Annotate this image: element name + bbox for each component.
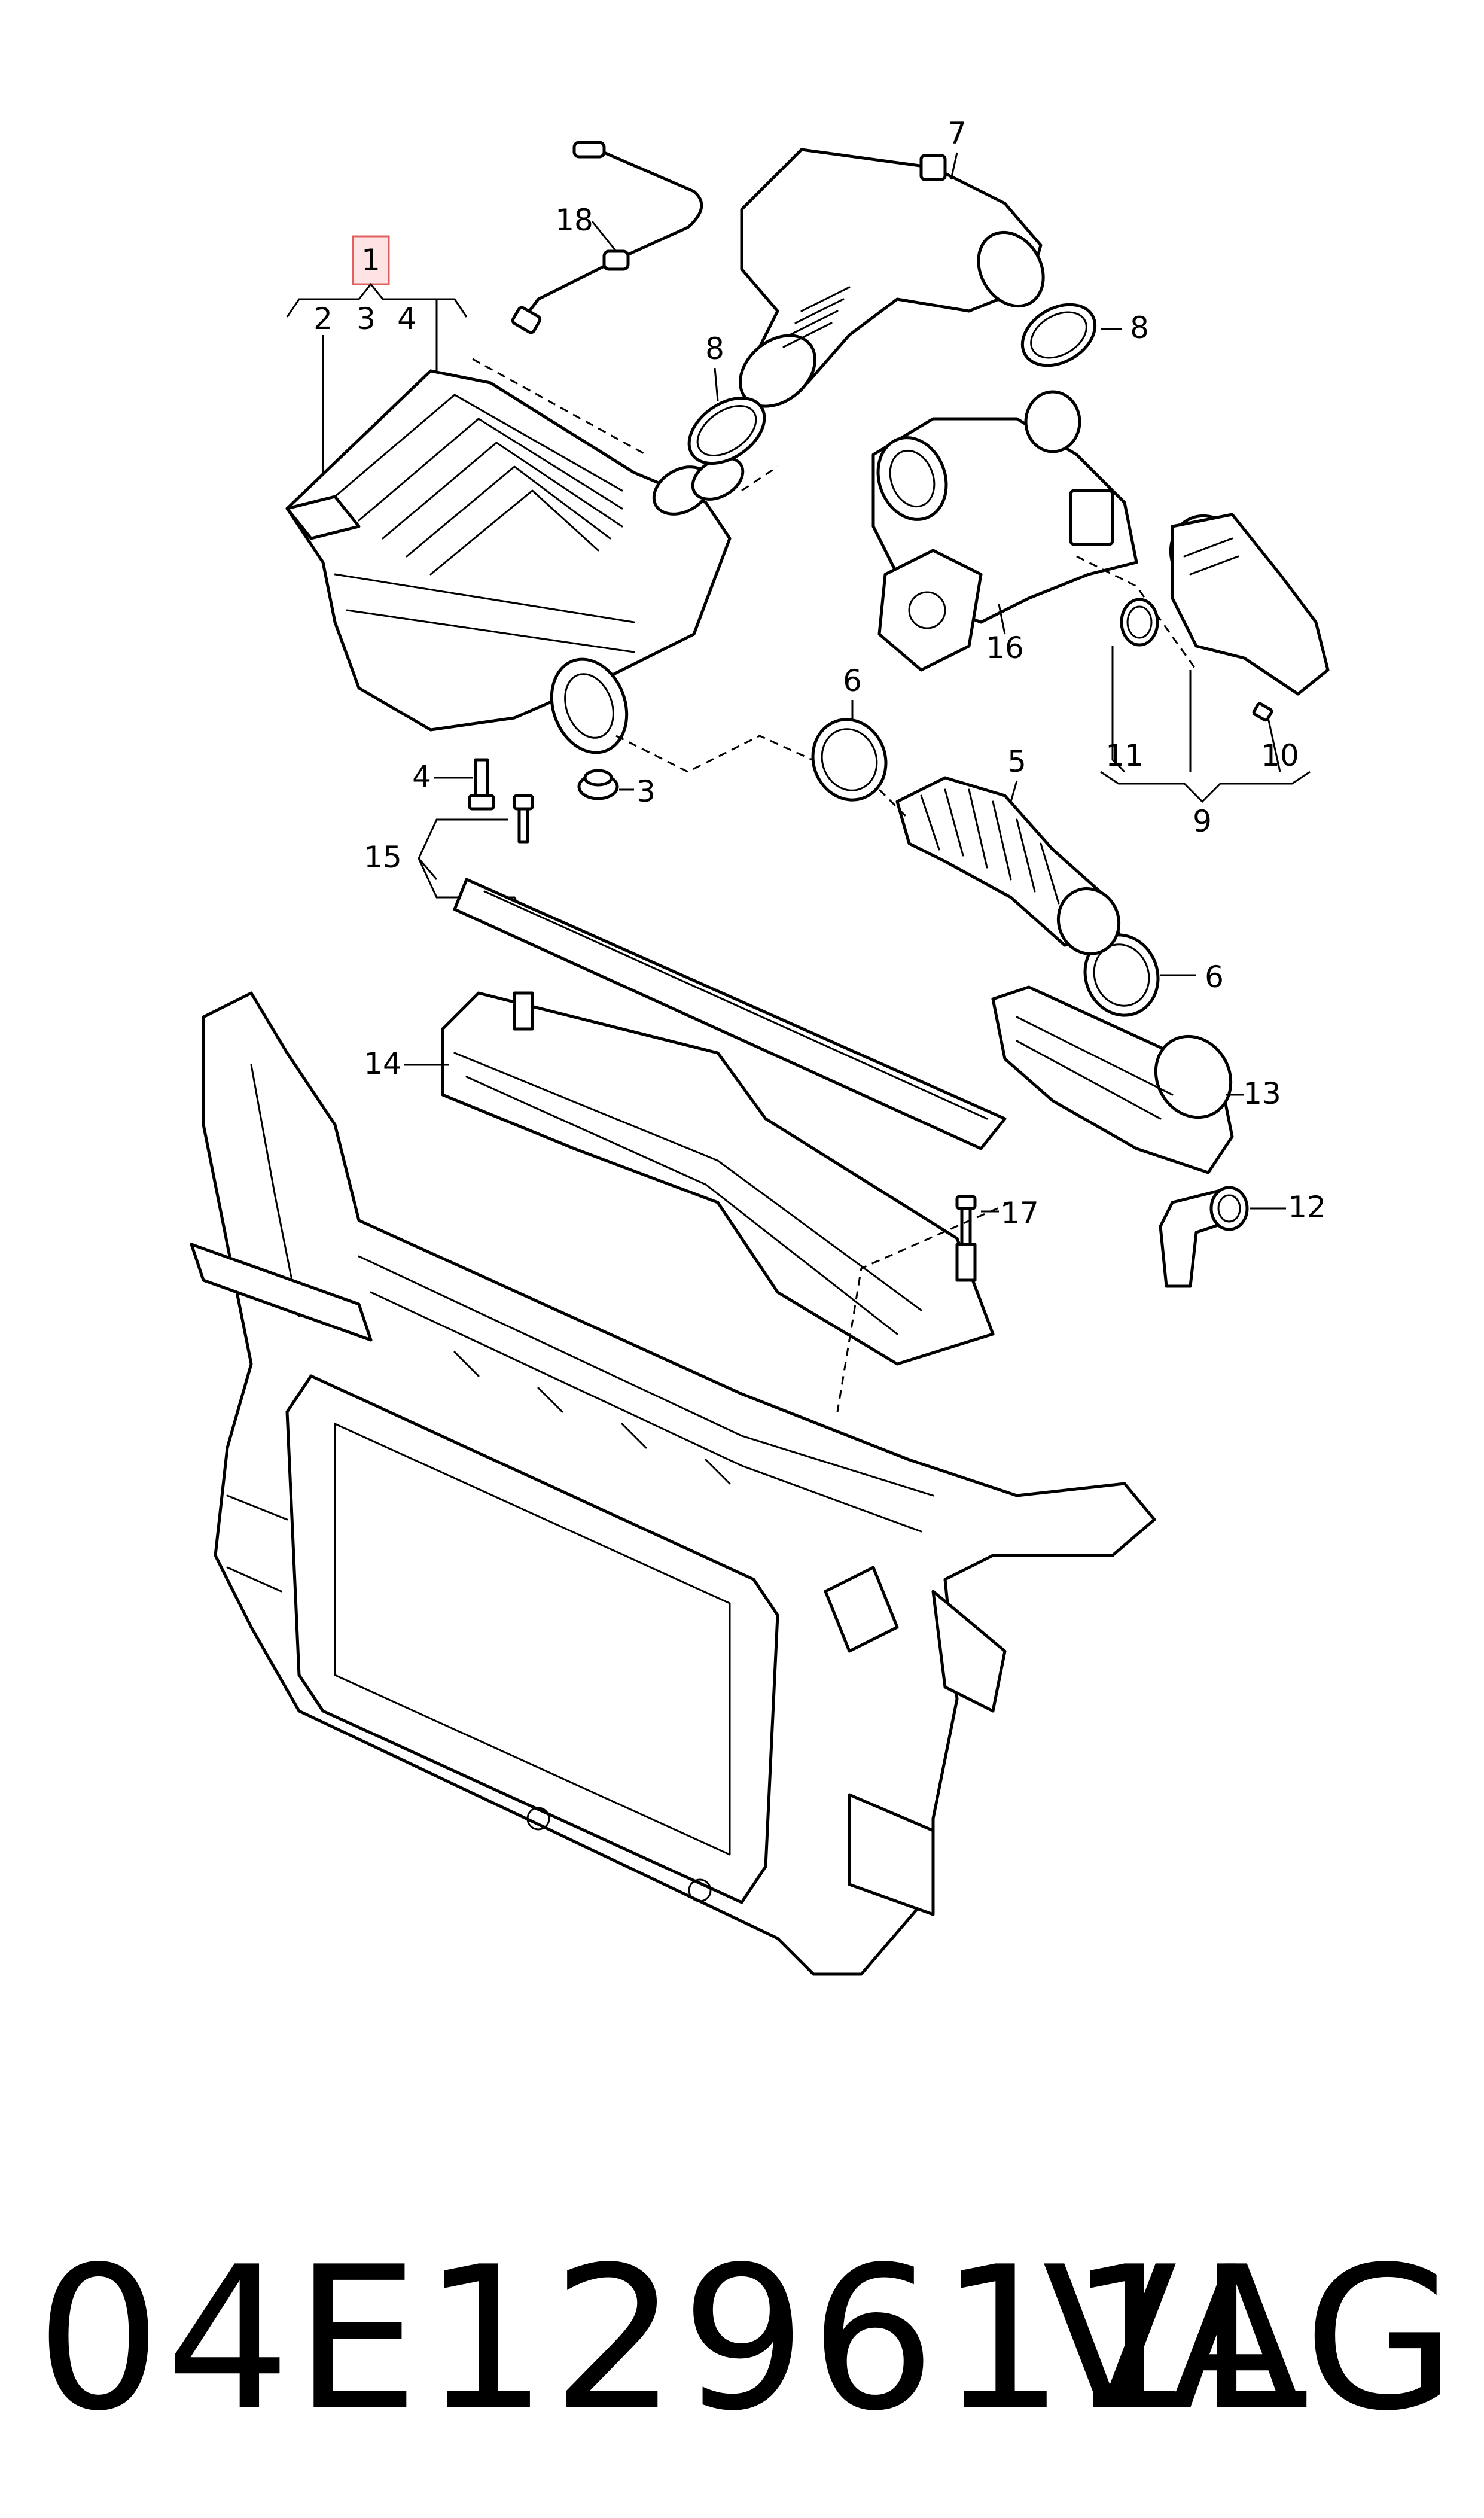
brand-name: VAG — [1042, 2224, 1460, 2454]
part-1-air-filter-housing — [285, 369, 745, 754]
part-8-clamp-left — [687, 396, 766, 465]
part-4-bolt — [468, 758, 495, 811]
callout-2: 2 — [313, 302, 333, 336]
callout-16: 16 — [986, 631, 1024, 665]
callout-7: 7 — [947, 116, 967, 151]
part-16-throttle-assembly — [871, 390, 1138, 672]
callout-9: 9 — [1193, 804, 1212, 839]
bracket-1 — [286, 282, 468, 318]
callout-8a: 8 — [705, 331, 724, 366]
callout-14: 14 — [364, 1046, 402, 1081]
callout-18: 18 — [555, 203, 593, 238]
part-3-grommet — [577, 769, 619, 800]
part-7-intake-pipe — [738, 148, 1045, 408]
callout-6a: 6 — [843, 663, 862, 698]
callout-5: 5 — [1007, 744, 1026, 779]
part-17-bolt — [955, 1195, 977, 1246]
callout-6b: 6 — [1205, 960, 1224, 994]
callout-13: 13 — [1243, 1076, 1281, 1111]
part-11-o-ring — [1120, 598, 1159, 647]
part-number: 04E129611L — [36, 2224, 1312, 2454]
part-6-clamp-upper — [811, 718, 888, 802]
part-13-air-guide — [991, 985, 1234, 1174]
caption-bar: 04E129611L VAG — [0, 2213, 1484, 2465]
callout-15: 15 — [364, 840, 402, 875]
callout-12: 12 — [1288, 1190, 1326, 1225]
callout-8b: 8 — [1130, 310, 1149, 345]
callout-4b: 4 — [412, 759, 431, 794]
part-9-turbo-hose — [1169, 513, 1330, 696]
callout-4a: 4 — [397, 302, 416, 336]
part-14-air-duct-panel — [441, 878, 1007, 1366]
part-15-bolt — [513, 794, 534, 844]
callout-10: 10 — [1261, 738, 1299, 773]
part-5-corrugated-hose — [895, 776, 1121, 955]
exploded-parts-diagram: 1 2 3 4 18 4 — [190, 116, 1330, 1976]
callout-3a: 3 — [356, 302, 376, 336]
front-frame-lock-carrier — [190, 991, 1156, 1976]
callout-1: 1 — [361, 243, 380, 278]
part-10-bolt — [1252, 702, 1273, 722]
part-12-hose-elbow — [1159, 1186, 1249, 1288]
callout-11: 11 — [1105, 738, 1144, 773]
bracket-9 — [1100, 771, 1311, 803]
part-8-clamp-right — [1020, 303, 1097, 367]
callout-17: 17 — [1001, 1196, 1039, 1231]
callout-3b: 3 — [636, 774, 656, 809]
